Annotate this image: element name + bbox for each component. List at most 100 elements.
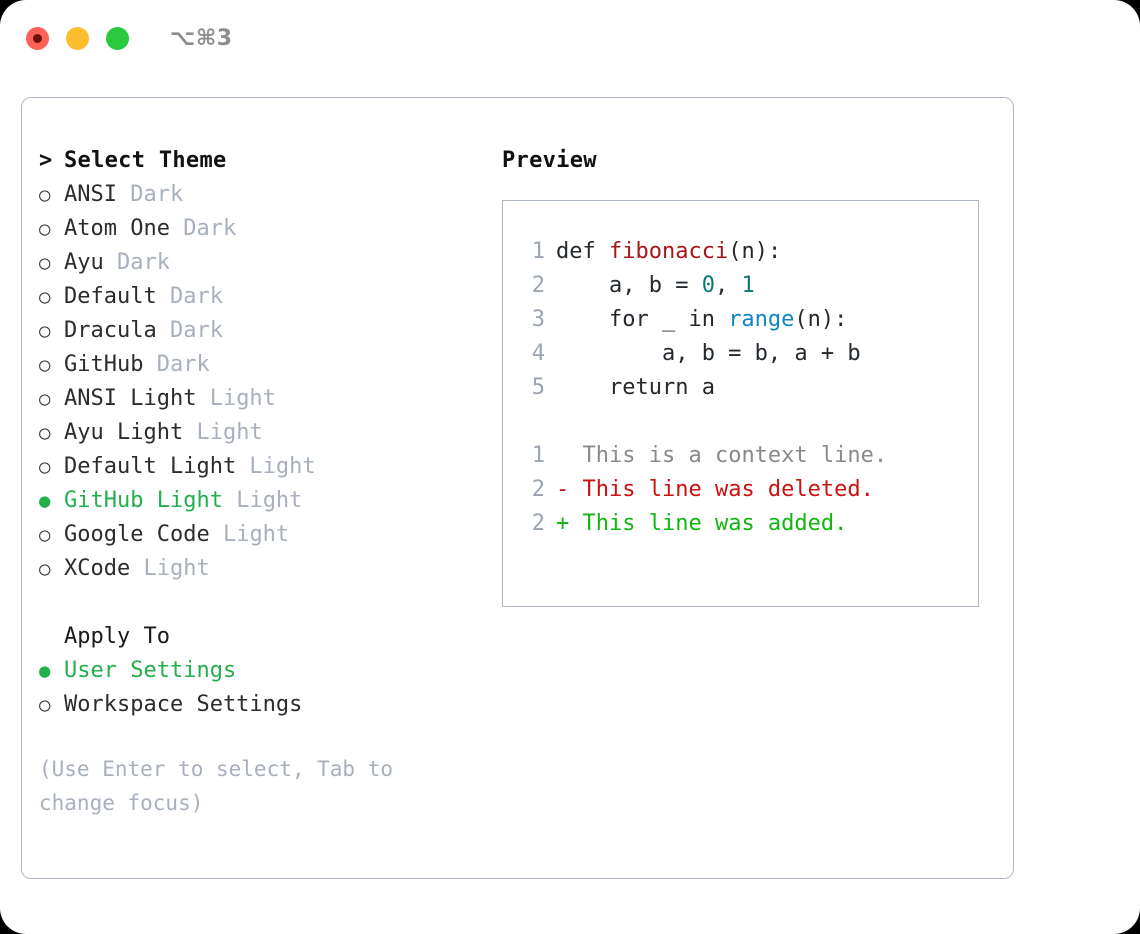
theme-variant-tag: Dark (143, 352, 210, 377)
radio-unselected-icon: ○ (39, 286, 51, 308)
apply-to-option[interactable]: ○ Workspace Settings (39, 692, 502, 726)
theme-name-label: Google Code (64, 522, 210, 547)
radio-unselected-icon: ○ (39, 252, 51, 274)
theme-list-item[interactable]: ○ ANSI Light Light (39, 386, 502, 420)
theme-variant-tag: Light (196, 386, 276, 411)
code-token: for _ in (556, 307, 729, 332)
diff-line: 1 This is a context line. (503, 443, 978, 477)
radio-unselected-icon: ○ (39, 456, 51, 478)
theme-list-item[interactable]: ● GitHub Light Light (39, 488, 502, 522)
apply-to-option[interactable]: ● User Settings (39, 658, 502, 692)
theme-name-label: Atom One (64, 216, 170, 241)
radio-selected-icon: ● (39, 490, 51, 512)
theme-name-label: Default Light (64, 454, 237, 479)
preview-heading: Preview (502, 148, 597, 173)
radio-unselected-icon: ○ (39, 558, 51, 580)
code-token: (n): (728, 239, 782, 264)
theme-list-item[interactable]: ○ GitHub Dark (39, 352, 502, 386)
apply-to-heading: Apply To (39, 624, 502, 658)
diff-text: This is a context line. (582, 443, 888, 468)
theme-list-item[interactable]: ○ Default Dark (39, 284, 502, 318)
theme-variant-tag: Light (209, 522, 290, 547)
theme-name-label: ANSI Light (64, 386, 197, 411)
diff-line: 2+ This line was added. (503, 511, 978, 545)
close-button[interactable] (26, 26, 49, 50)
radio-unselected-icon: ○ (39, 218, 51, 240)
theme-name-label: GitHub (64, 352, 144, 377)
theme-variant-tag: Light (236, 454, 316, 479)
theme-variant-tag: Dark (103, 250, 170, 275)
code-line-content: a, b = 0, 1 (556, 273, 755, 298)
theme-list-item[interactable]: ○Google Code Light (39, 522, 502, 556)
theme-variant-tag: Light (222, 488, 303, 513)
title-bar: ⌥⌘3 (0, 0, 1140, 76)
main-panel: > Select Theme ○ANSI Dark○Atom One Dark○… (21, 97, 1014, 879)
theme-list: ○ANSI Dark○Atom One Dark○Ayu Dark○Defaul… (39, 182, 502, 590)
apply-to-option-label: User Settings (64, 658, 237, 683)
code-token: a, b = b, a + b (556, 341, 861, 366)
code-line: 4 a, b = b, a + b (503, 341, 978, 375)
theme-list-item[interactable]: ○ Default Light Light (39, 454, 502, 488)
radio-selected-icon: ● (39, 660, 51, 682)
diff-marker: + (556, 511, 583, 536)
radio-unselected-icon: ○ (39, 388, 51, 410)
maximize-button[interactable] (106, 26, 129, 50)
page-title: Select Theme (64, 148, 227, 173)
radio-unselected-icon: ○ (39, 694, 51, 716)
theme-list-item[interactable]: ○ Ayu Dark (39, 250, 502, 284)
code-diff-spacer (503, 409, 978, 443)
theme-list-item[interactable]: ○ANSI Dark (39, 182, 502, 216)
theme-name-label: XCode (64, 556, 131, 581)
theme-selector-column: > Select Theme ○ANSI Dark○Atom One Dark○… (22, 98, 502, 878)
radio-unselected-icon: ○ (39, 320, 51, 342)
line-number: 4 (531, 341, 545, 366)
theme-variant-tag: Light (183, 420, 263, 445)
theme-list-item[interactable]: ○ Ayu Light Light (39, 420, 502, 454)
code-token: fibonacci (608, 239, 729, 264)
code-token: (n): (794, 307, 848, 332)
theme-name-label: Default (64, 284, 157, 309)
diff-marker (556, 443, 583, 468)
recording-indicator-icon (33, 33, 42, 43)
radio-unselected-icon: ○ (39, 422, 51, 444)
theme-variant-tag: Dark (156, 284, 223, 309)
theme-name-label: Dracula (64, 318, 157, 343)
theme-list-item[interactable]: ○ XCode Light (39, 556, 502, 590)
diff-line: 2- This line was deleted. (503, 477, 978, 511)
diff-text: This line was deleted. (582, 477, 874, 502)
code-line: 3 for _ in range(n): (503, 307, 978, 341)
keyboard-shortcut-label: ⌥⌘3 (170, 25, 233, 51)
caret-icon: > (39, 148, 53, 173)
code-line: 2 a, b = 0, 1 (503, 273, 978, 307)
diff-marker: - (556, 477, 583, 502)
theme-name-label: GitHub Light (64, 488, 223, 513)
line-number: 5 (531, 375, 545, 400)
code-token: 0 (701, 273, 715, 298)
theme-variant-tag: Light (130, 556, 210, 581)
diff-text: This line was added. (582, 511, 848, 536)
code-token: return a (556, 375, 715, 400)
line-number: 2 (531, 477, 545, 502)
code-token: a, b = (556, 273, 702, 298)
theme-list-item[interactable]: ○ Atom One Dark (39, 216, 502, 250)
theme-variant-tag: Dark (116, 182, 184, 207)
code-line: 5 return a (503, 375, 978, 409)
list-spacer (39, 590, 502, 624)
theme-variant-tag: Dark (169, 216, 237, 241)
radio-unselected-icon: ○ (39, 354, 51, 376)
code-token: range (728, 307, 795, 332)
minimize-button[interactable] (66, 26, 89, 50)
code-token: , (714, 273, 742, 298)
theme-list-item[interactable]: ○Dracula Dark (39, 318, 502, 352)
theme-name-label: Ayu Light (64, 420, 184, 445)
select-theme-heading: > Select Theme (39, 148, 502, 182)
apply-to-option-label: Workspace Settings (64, 692, 303, 717)
theme-name-label: Ayu (64, 250, 104, 275)
line-number: 3 (531, 307, 545, 332)
keyboard-hint-text: (Use Enter to select, Tab to change focu… (39, 757, 394, 815)
